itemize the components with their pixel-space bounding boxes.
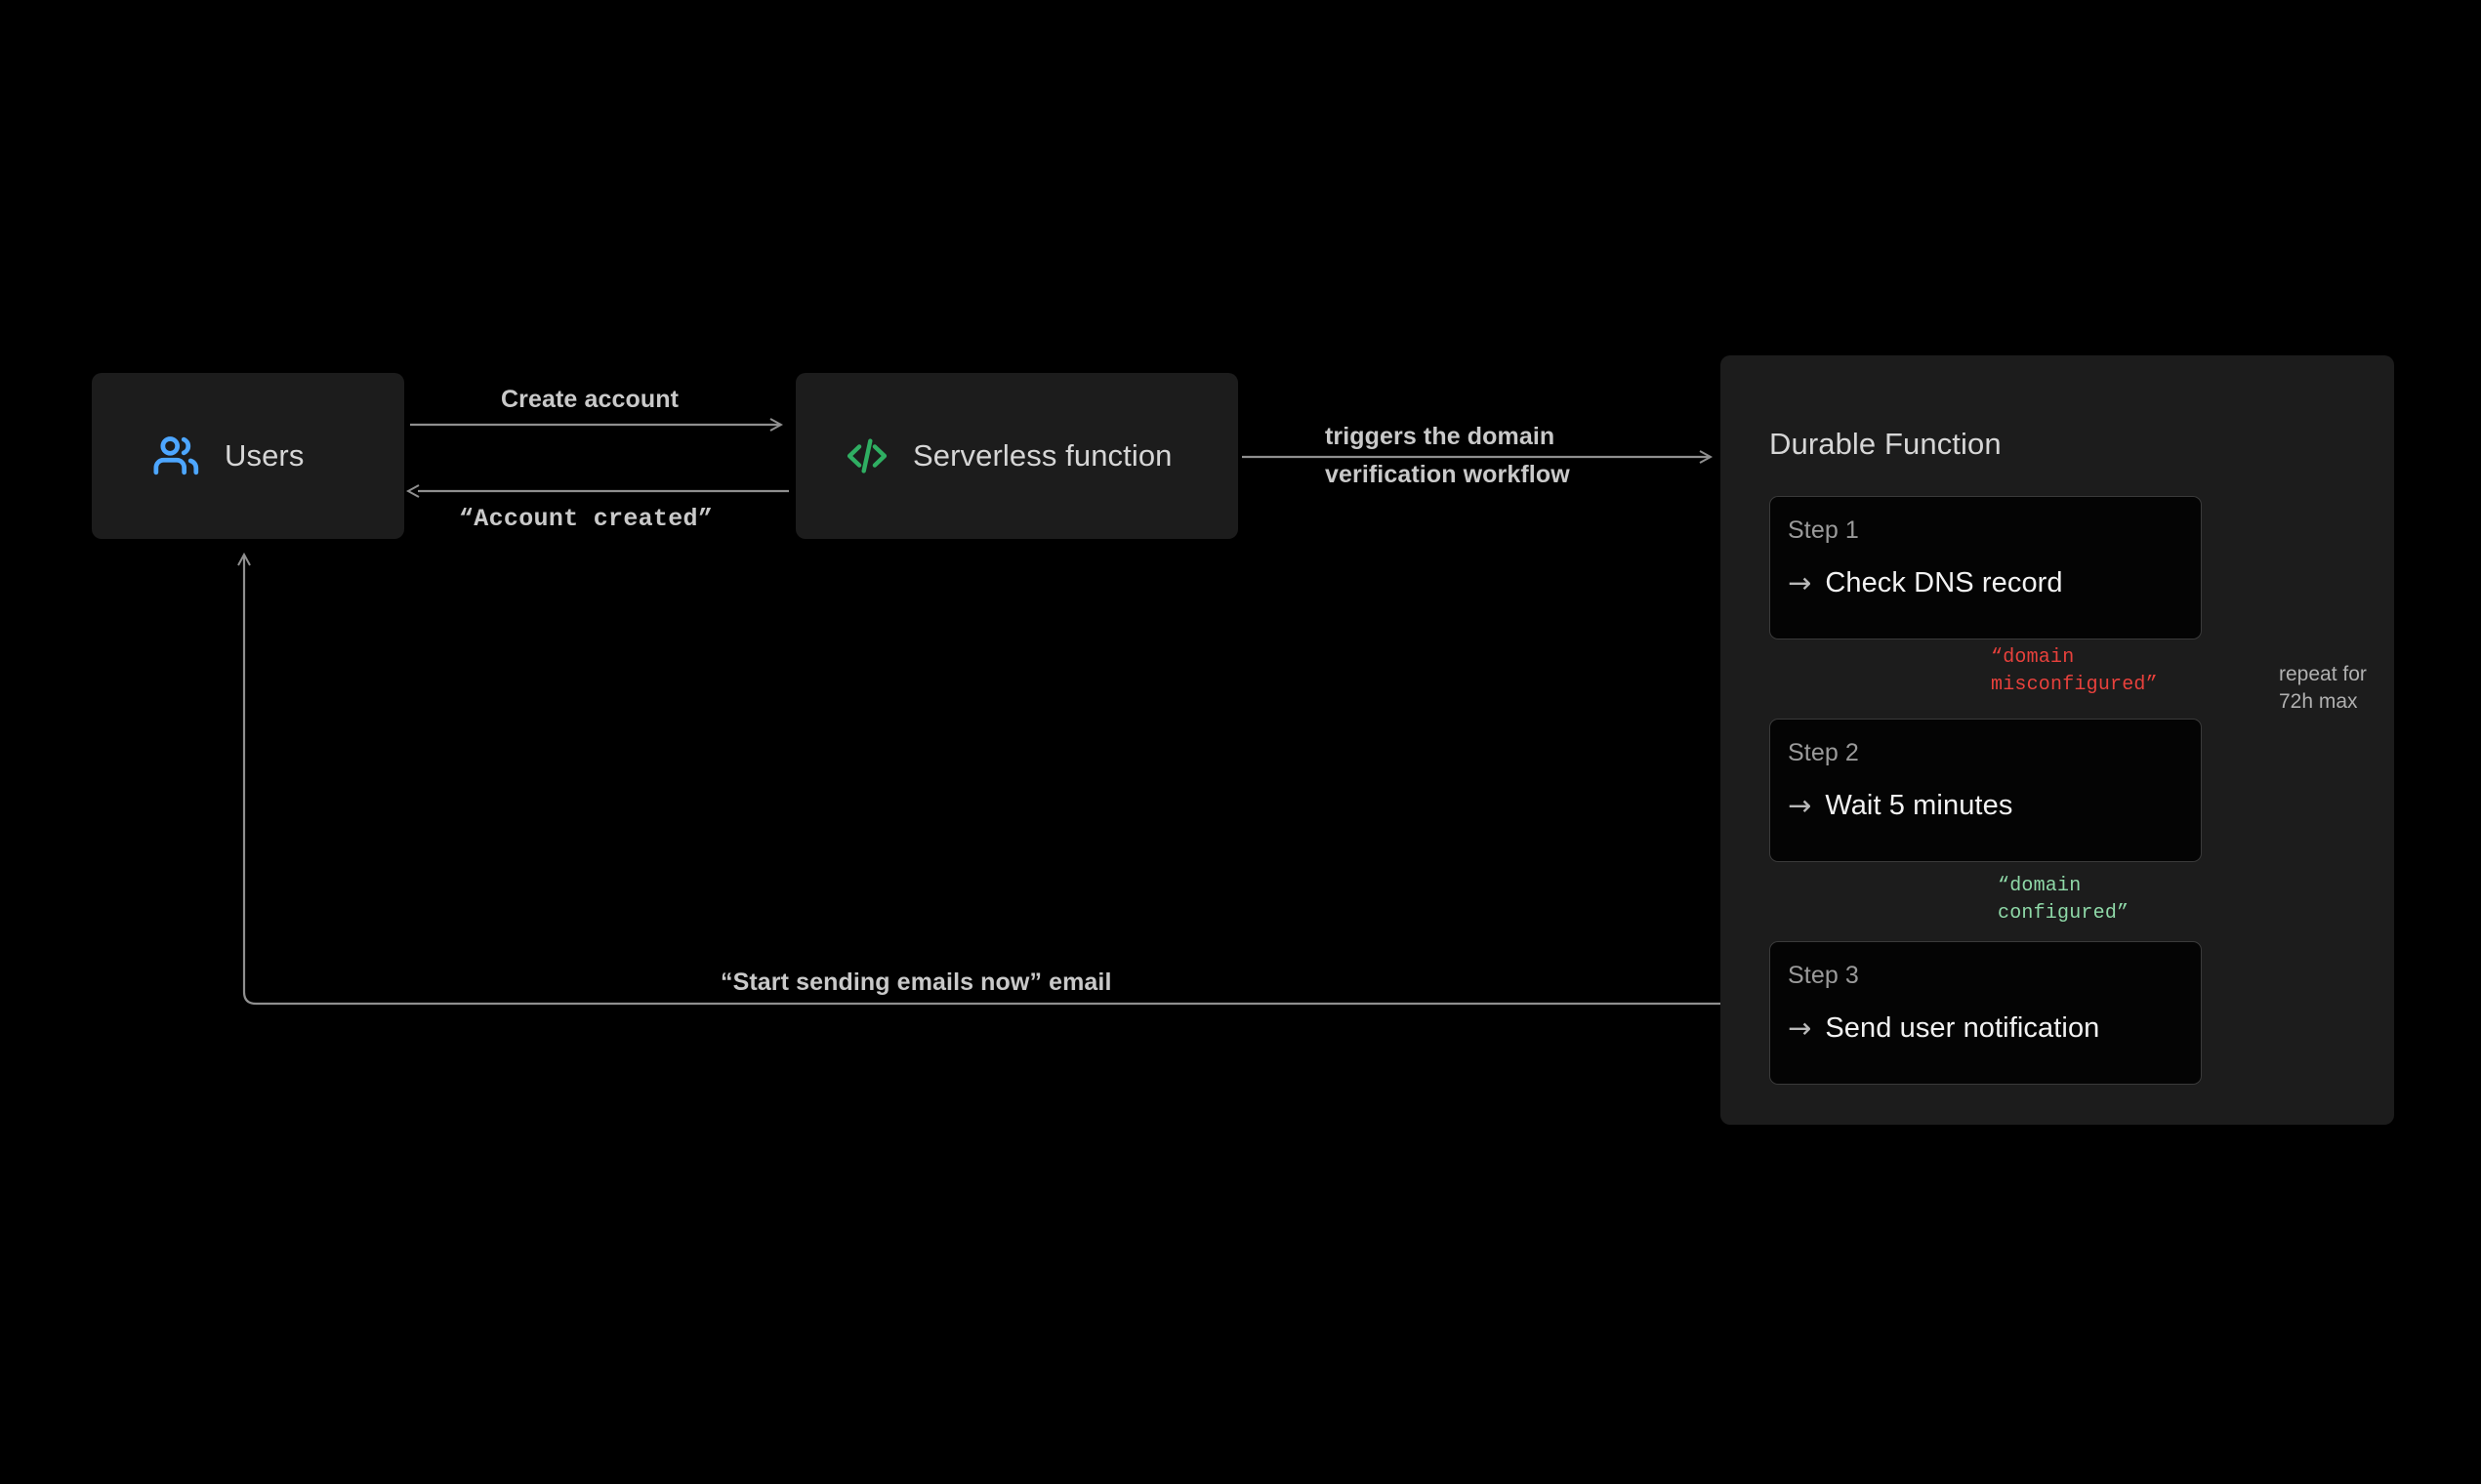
arrow-right-icon: → [1788,789,1812,822]
step-3-body: → Send user notification [1788,1012,2201,1045]
node-users-label: Users [225,438,305,473]
step-card-1[interactable]: Step 1 → Check DNS record [1769,496,2202,639]
node-serverless-label: Serverless function [913,438,1173,473]
arrow-right-icon: → [1788,1011,1812,1045]
edge-label-create-account: Create account [501,386,680,413]
step-2-kicker: Step 2 [1788,739,1859,766]
step-1-kicker: Step 1 [1788,516,1859,544]
edge-label-triggers-workflow: triggers the domain verification workflo… [1325,423,1570,488]
step-3-text: Send user notification [1825,1012,2100,1044]
node-serverless-function[interactable]: Serverless function [796,373,1238,539]
step-2-body: → Wait 5 minutes [1788,790,2201,822]
edge-label-start-sending-emails: “Start sending emails now” email [721,969,1112,996]
edge-label-repeat-72h: repeat for 72h max [2279,663,2367,713]
edge-label-account-created: “Account created” [459,505,714,533]
step-card-2[interactable]: Step 2 → Wait 5 minutes [1769,719,2202,862]
step-2-text: Wait 5 minutes [1825,790,2013,821]
step-3-kicker: Step 3 [1788,962,1859,989]
node-users[interactable]: Users [92,373,404,539]
users-icon [150,430,203,482]
edge-start-sending [244,555,1769,1006]
panel-durable-function: Durable Function Step 1 → Check DNS reco… [1720,355,2394,1125]
edge-label-domain-configured: “domain configured” [1998,875,2130,925]
step-card-3[interactable]: Step 3 → Send user notification [1769,941,2202,1085]
edge-label-domain-misconfigured: “domain misconfigured” [1991,646,2158,696]
code-icon [843,432,891,480]
arrow-right-icon: → [1788,566,1812,599]
step-1-body: → Check DNS record [1788,567,2201,599]
durable-function-title: Durable Function [1769,427,2002,461]
step-1-text: Check DNS record [1825,567,2063,598]
